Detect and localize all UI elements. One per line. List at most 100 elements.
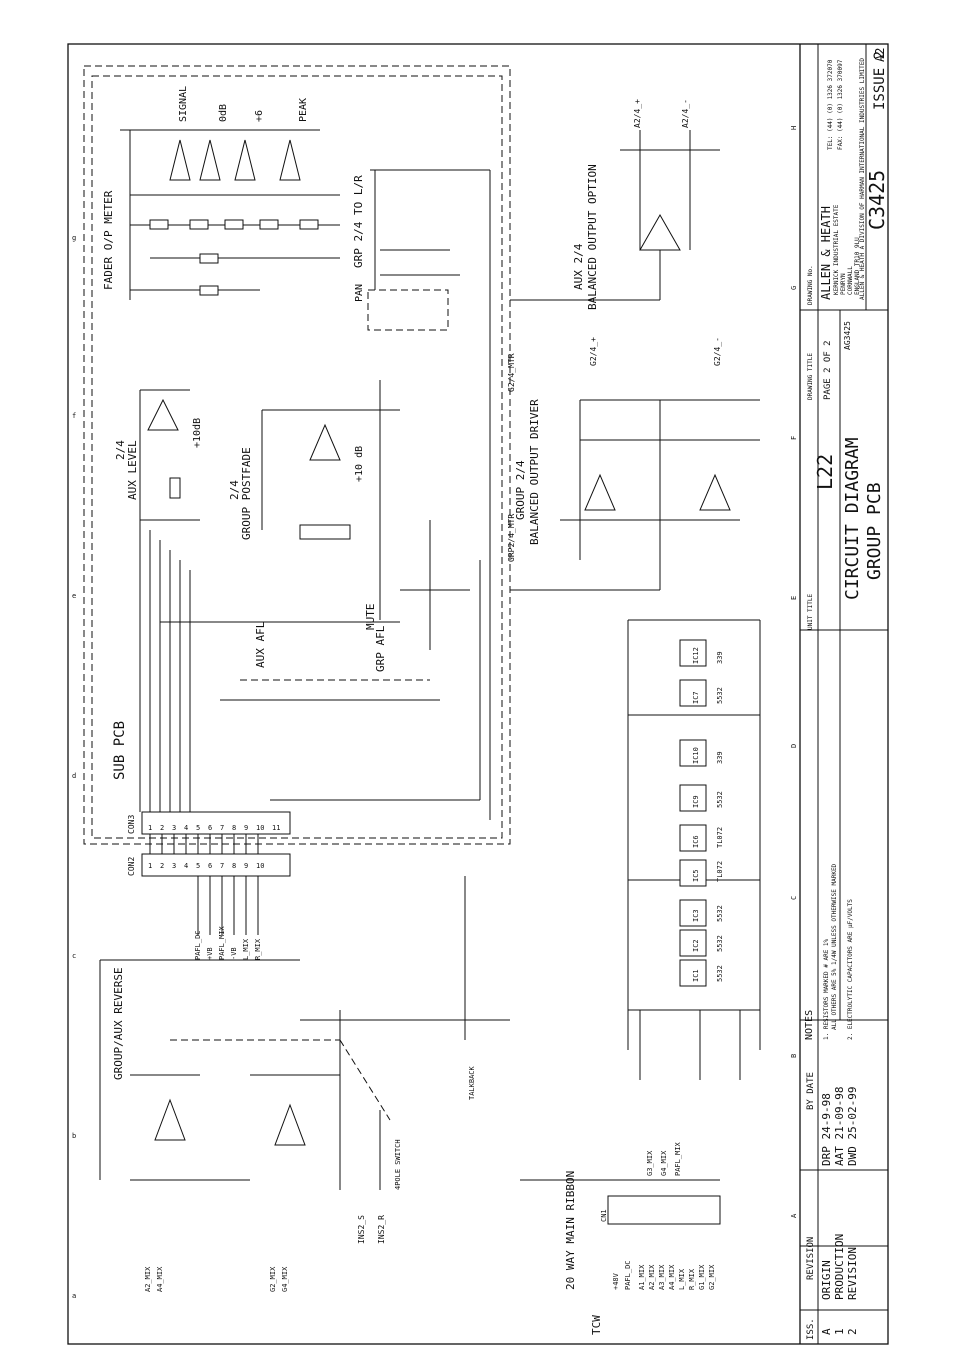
con3-label: CON3 (127, 815, 136, 834)
plus10db-b: +10 dB (354, 446, 365, 482)
ic-label-6: IC6 (692, 835, 700, 848)
drawing-number: C3425 (865, 170, 889, 230)
ic12c-comparator (234, 139, 256, 181)
group-postfade-section: 2/4 GROUP POSTFADE +10 dB (228, 380, 400, 560)
ic-label-10: IC10 (692, 747, 700, 764)
input-g2-mix: G2_MIX (269, 1266, 277, 1292)
rev-2-iss: 2 (846, 1328, 859, 1335)
note-1a: 1. RESISTORS MARKED # ARE 1% (823, 938, 830, 1040)
ic-label-1: IC1 (692, 969, 700, 982)
mute-label: MUTE (364, 604, 377, 631)
fader-meter-section: FADER O/P METER SIGNAL 0dB +6 PEAK (102, 86, 340, 300)
signal-led-label: SIGNAL (178, 86, 189, 122)
svg-text:8: 8 (232, 862, 236, 870)
grid-letter-g: G (790, 286, 798, 290)
aux-balanced-section: AUX 2/4 BALANCED OUTPUT OPTION A2/4_+ A2… (510, 99, 720, 310)
svg-text:1: 1 (148, 824, 152, 832)
svg-text:g: g (72, 234, 76, 242)
pan-label: PAN (354, 284, 365, 302)
ic-type-c: 339 (716, 751, 724, 764)
rev-1-bydate: AAT 21-09-98 (833, 1087, 846, 1166)
ic9-opamp (147, 398, 179, 431)
mute-afl-section: MUTE AUX AFL GRP AFL (160, 520, 470, 701)
pan-section: GRP 2/4 TO L/R PAN (352, 169, 491, 820)
con2-label: CON2 (127, 857, 136, 876)
grid-letter-f: F (790, 436, 798, 440)
drawing-title-label: DRAWING TITLE (807, 353, 814, 400)
grid-letter-b: B (790, 1054, 798, 1058)
ic-type-d: 5532 (716, 791, 724, 808)
note-1b: ALL OTHERS ARE 5% 1/4W UNLESS OTHERWISE … (831, 863, 838, 1030)
fader-meter-label: FADER O/P METER (102, 190, 115, 290)
grp-neg-label: G2/4_- (713, 337, 722, 366)
rev-1-iss: 1 (833, 1328, 846, 1335)
talkback-ribbon-section: TALKBACK 20 WAY MAIN RIBBON TCW CN1 +48V… (300, 876, 721, 1335)
ic12a-comparator (169, 139, 191, 181)
cn1-connector (607, 1195, 721, 1225)
con2-signal-4: L_MIX (242, 938, 250, 960)
postfade-label-2: GROUP POSTFADE (240, 447, 253, 540)
ic12b-comparator (199, 139, 221, 181)
company-name: ALLEN & HEATH (819, 206, 833, 300)
grp-to-lr-label: GRP 2/4 TO L/R (352, 175, 365, 268)
sub-pcb-inner-boundary (91, 75, 503, 839)
svg-text:9: 9 (244, 824, 248, 832)
0db-led-label: 0dB (218, 104, 229, 122)
svg-text:3: 3 (172, 824, 176, 832)
input-g4-mix: G4_MIX (281, 1266, 289, 1292)
aux-pos-label: A2/4_+ (633, 99, 642, 128)
aux-level-section: 2/4 AUX LEVEL +10dB (114, 389, 203, 521)
plus10db-a: +10dB (192, 418, 203, 448)
svg-text:6: 6 (208, 824, 212, 832)
rev-2-revision: REVISION (846, 1247, 859, 1300)
svg-text:10: 10 (256, 824, 264, 832)
ribbon-sig-4: A3_MIX (658, 1264, 666, 1290)
grid-letter-c: C (790, 896, 798, 900)
group-balanced-label-2: BALANCED OUTPUT DRIVER (528, 399, 541, 545)
svg-text:10: 10 (256, 862, 264, 870)
svg-text:b: b (72, 1132, 76, 1140)
svg-text:2: 2 (160, 862, 164, 870)
tel: TEL: (44) (0) 1326 372070 (827, 59, 834, 150)
division: ALLEN & HEATH A DIVISION OF HARMAN INTER… (859, 58, 866, 300)
ic2-opamp (274, 1103, 306, 1146)
big-title: L22 (813, 454, 837, 490)
svg-text:f: f (72, 412, 76, 420)
con2-signals: PAFL_DC +VB PAFL_MIX -VB L_MIX R_MIX (194, 876, 262, 960)
ribbon-sig-11: G4_MIX (660, 1150, 668, 1176)
ic8b-opamp (699, 473, 731, 511)
group-aux-reverse-label: GROUP/AUX REVERSE (112, 967, 125, 1080)
grid-letters: A B C D E F G H (790, 126, 798, 1218)
sub-pcb-label: SUB PCB (112, 721, 128, 780)
ic1-opamp (154, 1098, 186, 1141)
ic7-opamp (309, 423, 341, 461)
ribbon-sig-1: PAFL_DC (624, 1260, 632, 1290)
rev-0-revision: ORIGIN (820, 1260, 833, 1300)
issue-number: ISSUE 2 (872, 51, 888, 110)
unit-title-label: UNIT TITLE (807, 593, 814, 630)
grid-letter-a: A (790, 1213, 798, 1218)
aux-level-label-2: AUX LEVEL (126, 440, 139, 500)
drawing-no-label: DRAWING No. (807, 265, 814, 305)
svg-text:7: 7 (220, 862, 224, 870)
ic-label-5: IC5 (692, 869, 700, 882)
con2-signal-1: +VB (206, 947, 214, 960)
ic-type-g: 5532 (716, 905, 724, 922)
svg-text:9: 9 (244, 862, 248, 870)
ic-label-2: IC2 (692, 939, 700, 952)
address-1: KERNICK INDUSTRIAL ESTATE (833, 204, 840, 295)
ref-label: AG3425 (843, 321, 852, 350)
ic-type-e: TL072 (716, 827, 724, 848)
group-balanced-section: GROUP 2/4 BALANCED OUTPUT DRIVER G2/4_+ … (507, 337, 760, 591)
ic-label-3: IC3 (692, 909, 700, 922)
cn1-label: CN1 (600, 1209, 608, 1222)
ic-label-9: IC9 (692, 795, 700, 808)
g24-mtr-label: G2/4_MTR (507, 353, 516, 392)
diagram-title-1: CIRCUIT DIAGRAM (842, 437, 863, 600)
aux-balanced-label-2: BALANCED OUTPUT OPTION (586, 164, 599, 310)
rev-0-iss: A (820, 1328, 833, 1335)
con2-signal-2: PAFL_MIX (218, 925, 226, 960)
input-a4-mix: A4_MIX (156, 1266, 164, 1292)
